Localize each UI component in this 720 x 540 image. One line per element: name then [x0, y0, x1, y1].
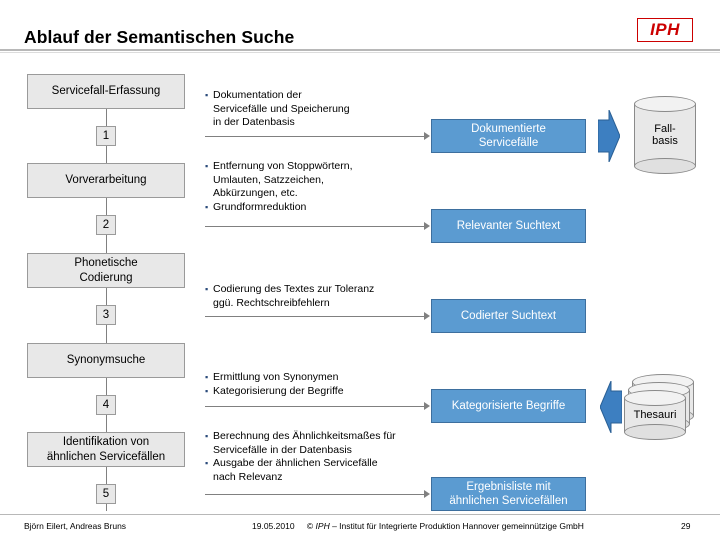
result-box-1-line2: Servicefälle — [478, 137, 539, 149]
result-box-5-line1: Ergebnisliste mit — [466, 481, 551, 493]
database-thesauri-label: Thesauri — [633, 409, 677, 421]
bullet-line: Grundformreduktion — [205, 201, 420, 215]
step-number-2: 2 — [96, 215, 116, 235]
bullet-line: nach Relevanz — [213, 470, 283, 483]
bullet-line: Dokumentation der — [205, 89, 420, 103]
step-box-5-line2: ähnlichen Servicefällen — [46, 450, 166, 463]
step-number-4: 4 — [96, 395, 116, 415]
bullet-line: Umlauten, Satzzeichen, — [213, 173, 324, 186]
step-box-2[interactable]: Vorverarbeitung — [27, 163, 185, 198]
step-3-bullets: Codierung des Textes zur Toleranz ggü. R… — [205, 283, 430, 310]
connector-line-5 — [205, 494, 425, 495]
result-box-2[interactable]: Relevanter Suchtext — [431, 209, 586, 243]
database-thesauri: Thesauri — [624, 390, 686, 440]
bullet-line: ggü. Rechtschreibfehlern — [213, 296, 330, 309]
bullet-line: Codierung des Textes zur Toleranz — [205, 283, 430, 297]
bullet-line: Servicefälle und Speicherung — [213, 102, 350, 115]
step-box-1[interactable]: Servicefall-Erfassung — [27, 74, 185, 109]
result-box-1[interactable]: Dokumentierte Servicefälle — [431, 119, 586, 153]
iph-logo: IPH — [637, 18, 693, 42]
footer-authors: Björn Eilert, Andreas Bruns — [24, 521, 127, 531]
step-box-3-line1: Phonetische — [74, 256, 138, 269]
step-box-3-line2: Codierung — [79, 271, 133, 284]
result-box-5[interactable]: Ergebnisliste mit ähnlichen Servicefälle… — [431, 477, 586, 511]
bullet-line: Kategorisierung der Begriffe — [205, 385, 420, 399]
step-5-bullets: Berechnung des Ähnlichkeitsmaßes für Ser… — [205, 430, 440, 484]
fallbasis-line2: basis — [652, 135, 678, 147]
block-arrow-right-fallbasis — [598, 110, 620, 162]
step-number-1: 1 — [96, 126, 116, 146]
step-4-bullets: Ermittlung von Synonymen Kategorisierung… — [205, 371, 420, 398]
cylinder-bottom — [624, 424, 686, 440]
result-box-4[interactable]: Kategorisierte Begriffe — [431, 389, 586, 423]
footer-copyright-brand: IPH — [315, 521, 330, 531]
database-fallbasis: Fall- basis — [634, 96, 696, 174]
header-divider — [0, 49, 720, 51]
cylinder-bottom — [634, 158, 696, 174]
result-box-5-line2: ähnlichen Servicefällen — [449, 495, 568, 507]
connector-line-1 — [205, 136, 425, 137]
footer-date: 19.05.2010 — [252, 521, 295, 531]
bullet-line: Abkürzungen, etc. — [213, 187, 298, 199]
footer-meta: 19.05.2010 © IPH – Institut für Integrie… — [252, 521, 584, 531]
result-box-3[interactable]: Codierter Suchtext — [431, 299, 586, 333]
step-1-bullets: Dokumentation der Servicefälle und Speic… — [205, 89, 420, 130]
bullet-line: Ermittlung von Synonymen — [205, 371, 420, 385]
connector-arrow-4 — [424, 402, 430, 410]
footer-copyright-pre: © — [306, 521, 316, 531]
cylinder-body — [634, 104, 696, 166]
footer-divider — [0, 514, 720, 515]
page-title: Ablauf der Semantischen Suche — [24, 27, 295, 47]
step-box-4[interactable]: Synonymsuche — [27, 343, 185, 378]
bullet-line: Berechnung des Ähnlichkeitsmaßes für — [205, 430, 440, 444]
connector-line-4 — [205, 406, 425, 407]
footer-page-number: 29 — [681, 521, 691, 531]
bullet-line: Ausgabe der ähnlichen Servicefälle — [205, 457, 440, 471]
bullet-line: Entfernung von Stoppwörtern, — [205, 160, 420, 174]
step-box-5-line1: Identifikation von — [62, 435, 150, 448]
connector-line-2 — [205, 226, 425, 227]
step-box-5[interactable]: Identifikation von ähnlichen Servicefäll… — [27, 432, 185, 467]
step-box-3[interactable]: Phonetische Codierung — [27, 253, 185, 288]
footer-copyright-post: – Institut für Integrierte Produktion Ha… — [329, 521, 584, 531]
step-2-bullets: Entfernung von Stoppwörtern, Umlauten, S… — [205, 160, 420, 214]
cylinder-top — [634, 96, 696, 112]
cylinder-top — [624, 390, 686, 406]
fallbasis-line1: Fall- — [654, 123, 676, 135]
connector-arrow-5 — [424, 490, 430, 498]
bullet-line: Servicefälle in der Datenbasis — [213, 443, 352, 456]
step-number-3: 3 — [96, 305, 116, 325]
connector-arrow-2 — [424, 222, 430, 230]
connector-arrow-3 — [424, 312, 430, 320]
bullet-line: in der Datenbasis — [213, 116, 295, 128]
database-fallbasis-label: Fall- basis — [634, 96, 696, 174]
connector-arrow-1 — [424, 132, 430, 140]
result-box-1-line1: Dokumentierte — [471, 123, 546, 135]
connector-line-3 — [205, 316, 425, 317]
header-divider-secondary — [0, 52, 720, 53]
step-number-5: 5 — [96, 484, 116, 504]
block-arrow-left-thesauri — [600, 381, 622, 433]
